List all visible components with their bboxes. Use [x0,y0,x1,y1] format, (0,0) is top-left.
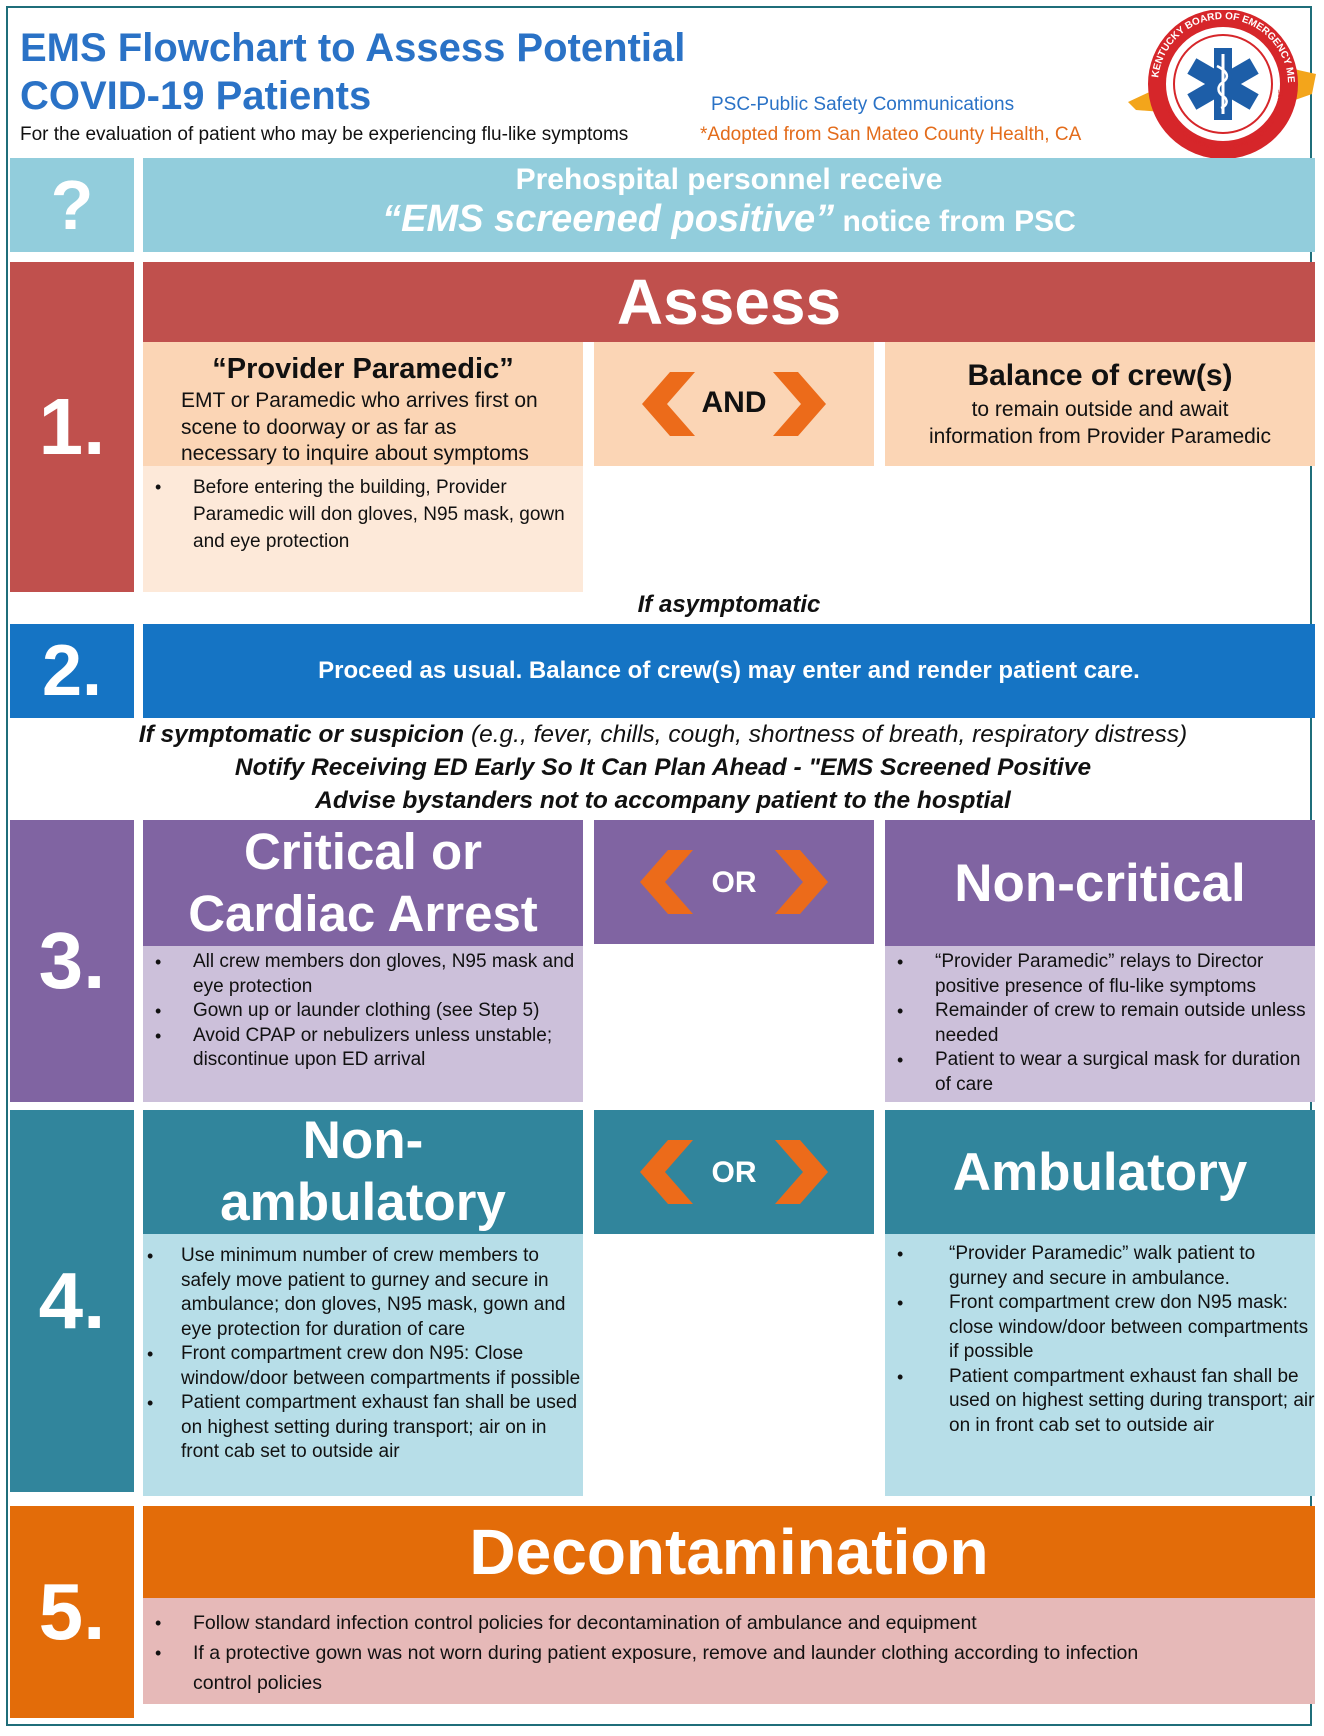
step-0-marker: ? [10,158,134,252]
step-0-line-2-rest: notice from PSC [834,205,1076,238]
decontamination-banner: Decontamination [143,1506,1315,1598]
non-ambulatory-bullet-list: Use minimum number of crew members to sa… [143,1244,583,1465]
step-0-line-1: Prehospital personnel receive [515,163,943,196]
step-4-marker: 4. [10,1110,134,1492]
symptomatic-line-1: If symptomatic or suspicion (e.g., fever… [10,718,1316,751]
step-0-quote: “EMS screened positive” [382,198,835,240]
non-ambulatory-bullet: Use minimum number of crew members to sa… [143,1244,583,1342]
step-0-number: ? [50,166,94,244]
step-4-or-connector: OR [594,1110,874,1234]
chevron-right-icon [775,1140,828,1204]
decontamination-title: Decontamination [469,1516,989,1588]
step-4-or-label: OR [711,1156,757,1189]
non-critical-header: Non-critical [885,820,1315,946]
decontamination-bullet-list: Follow standard infection control polici… [143,1608,1315,1698]
psc-definition: PSC-Public Safety Communications [711,94,1015,115]
step-3-marker: 3. [10,820,134,1102]
ambulatory-bullet: Front compartment crew don N95 mask: clo… [885,1291,1315,1365]
kentucky-ems-board-logo: KENTUCKY BOARD OF EMERGENCY MEDICAL SERV… [1124,2,1318,159]
chevron-left-icon [642,372,695,436]
non-ambulatory-bullets-box: Use minimum number of crew members to sa… [143,1234,583,1496]
page-title: EMS Flowchart to Assess Potential COVID-… [20,24,740,120]
ambulatory-bullet-list: “Provider Paramedic” walk patient to gur… [885,1242,1315,1438]
non-critical-bullet: Remainder of crew to remain outside unle… [885,999,1315,1048]
step-1-bullets-box: Before entering the building, Provider P… [143,466,583,592]
chevron-left-icon [640,1140,693,1204]
balance-of-crew-body: to remain outside and await information … [929,398,1271,448]
decontamination-bullet: If a protective gown was not worn during… [143,1638,1315,1698]
step-1-marker: 1. [10,262,134,592]
non-ambulatory-title-line-1: Non- [302,1111,424,1170]
critical-title-line-2: Cardiac Arrest [188,885,538,942]
step-2-text: Proceed as usual. Balance of crew(s) may… [318,657,1140,684]
balance-of-crew-box: Balance of crew(s) to remain outside and… [885,342,1315,466]
page-subtitle: For the evaluation of patient who may be… [20,124,629,145]
step-4-number: 4. [38,1256,106,1345]
critical-title-line-1: Critical or [243,823,483,880]
non-ambulatory-bullet: Patient compartment exhaust fan shall be… [143,1391,583,1465]
step-1-banner: Assess [143,262,1315,342]
critical-bullet: Gown up or launder clothing (see Step 5) [143,999,583,1024]
title-line-1: EMS Flowchart to Assess Potential [20,26,686,70]
step-0-line-2: “EMS screened positive” notice from PSC [382,198,1076,248]
non-ambulatory-bullet: Front compartment crew don N95: Close wi… [143,1342,583,1391]
step-1-bullet: Before entering the building, Provider P… [143,474,583,555]
step-2-banner: Proceed as usual. Balance of crew(s) may… [143,624,1315,718]
symptomatic-condition: If symptomatic or suspicion [138,721,465,748]
non-critical-title: Non-critical [954,853,1246,913]
symptomatic-notes: If symptomatic or suspicion (e.g., fever… [10,718,1316,817]
chevron-left-icon [640,850,693,914]
symptomatic-examples: (e.g., fever, chills, cough, shortness o… [464,721,1188,748]
provider-paramedic-box: “Provider Paramedic” EMT or Paramedic wh… [143,342,583,466]
step-2-marker: 2. [10,624,134,718]
provider-paramedic-title: “Provider Paramedic” [212,353,514,385]
notify-ed-line: Notify Receiving ED Early So It Can Plan… [234,754,1092,781]
and-connector-box: AND [594,342,874,466]
step-0-banner: Prehospital personnel receive “EMS scree… [143,158,1315,252]
balance-of-crew-title: Balance of crew(s) [967,359,1233,392]
ambulatory-header: Ambulatory [885,1110,1315,1234]
advise-bystanders-line: Advise bystanders not to accompany patie… [315,787,1011,814]
step-5-marker: 5. [10,1506,134,1718]
asymptomatic-note: If asymptomatic [637,591,821,618]
ambulatory-bullet: Patient compartment exhaust fan shall be… [885,1365,1315,1439]
non-ambulatory-title-line-2: ambulatory [220,1173,506,1232]
step-1-bullet-list: Before entering the building, Provider P… [143,474,583,555]
step-5-number: 5. [38,1567,106,1656]
and-connector-label: AND [701,386,767,419]
critical-bullet: All crew members don gloves, N95 mask an… [143,950,583,999]
step-2-number: 2. [41,631,103,711]
chevron-right-icon [775,850,828,914]
title-line-2: COVID-19 Patients [20,74,372,118]
non-critical-bullet: “Provider Paramedic” relays to Director … [885,950,1315,999]
non-critical-bullets-box: “Provider Paramedic” relays to Director … [885,946,1315,1102]
critical-bullets-box: All crew members don gloves, N95 mask an… [143,946,583,1102]
chevron-right-icon [773,372,826,436]
non-ambulatory-header: Non- ambulatory [143,1110,583,1234]
non-critical-bullet-list: “Provider Paramedic” relays to Director … [885,950,1315,1097]
ambulatory-title: Ambulatory [952,1142,1248,1202]
adopted-source-note: *Adopted from San Mateo County Health, C… [700,124,1082,145]
ambulatory-bullet: “Provider Paramedic” walk patient to gur… [885,1242,1315,1291]
step-1-banner-text: Assess [616,266,842,338]
provider-paramedic-body: EMT or Paramedic who arrives first on sc… [181,389,538,465]
step-3-number: 3. [38,916,106,1005]
step-3-or-connector: OR [594,820,874,944]
decontamination-bullet: Follow standard infection control polici… [143,1608,1315,1638]
step-1-number: 1. [38,382,106,471]
critical-bullet-list: All crew members don gloves, N95 mask an… [143,950,583,1073]
critical-bullet: Avoid CPAP or nebulizers unless unstable… [143,1024,583,1073]
step-3-or-label: OR [711,866,757,899]
decontamination-bullets-box: Follow standard infection control polici… [143,1598,1315,1704]
non-critical-bullet: Patient to wear a surgical mask for dura… [885,1048,1315,1097]
critical-header: Critical or Cardiac Arrest [143,820,583,946]
ambulatory-bullets-box: “Provider Paramedic” walk patient to gur… [885,1234,1315,1496]
